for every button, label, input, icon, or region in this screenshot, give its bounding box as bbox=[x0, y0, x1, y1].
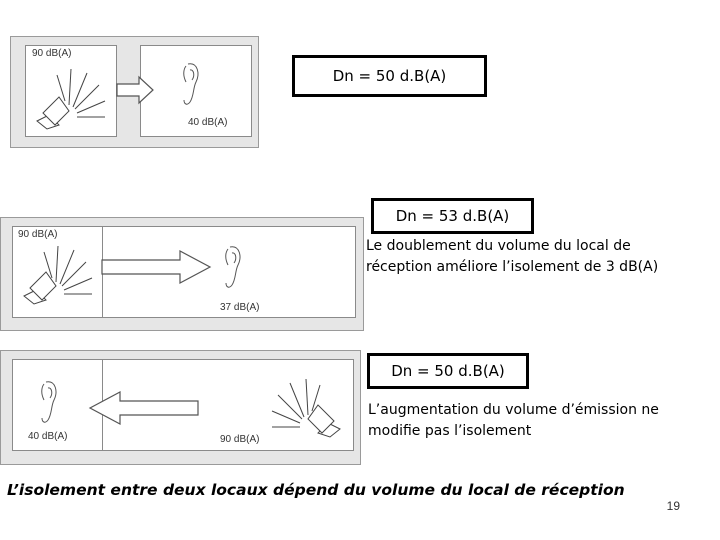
page-number: 19 bbox=[666, 499, 680, 513]
note-3-line-1: L’augmentation du volume d’émission ne bbox=[368, 402, 659, 418]
note-3: L’augmentation du volume d’émission ne m… bbox=[368, 400, 659, 442]
arrow-left-icon bbox=[88, 391, 199, 425]
reception-room-1 bbox=[140, 45, 252, 137]
emission-level-label-2: 90 dB(A) bbox=[18, 229, 58, 240]
emission-room-2 bbox=[12, 226, 104, 318]
reception-level-label-3: 40 dB(A) bbox=[28, 431, 68, 442]
note-2: Le doublement du volume du local de réce… bbox=[366, 236, 658, 278]
note-3-line-2: modifie pas l’isolement bbox=[368, 423, 532, 439]
reception-level-label-2: 37 dB(A) bbox=[220, 302, 260, 313]
dn-result-box-2: Dn = 53 d.B(A) bbox=[371, 198, 534, 234]
loudspeaker-icon bbox=[23, 245, 93, 305]
reception-level-label-1: 40 dB(A) bbox=[188, 117, 228, 128]
dn-result-box-3: Dn = 50 d.B(A) bbox=[367, 353, 529, 389]
conclusion-text: L’isolement entre deux locaux dépend du … bbox=[7, 481, 625, 499]
ear-icon bbox=[225, 246, 241, 288]
dn-result-text-2: Dn = 53 d.B(A) bbox=[395, 206, 510, 225]
loudspeaker-icon bbox=[36, 68, 106, 130]
ear-icon bbox=[183, 63, 199, 105]
arrow-right-icon bbox=[116, 75, 154, 105]
ear-icon bbox=[41, 381, 57, 423]
arrow-right-icon bbox=[101, 250, 212, 284]
note-2-line-1: Le doublement du volume du local de bbox=[366, 238, 631, 254]
dn-result-box-1: Dn = 50 d.B(A) bbox=[292, 55, 487, 97]
dn-result-text-3: Dn = 50 d.B(A) bbox=[391, 361, 505, 380]
emission-level-label-3: 90 dB(A) bbox=[220, 434, 260, 445]
emission-level-label-1: 90 dB(A) bbox=[32, 48, 72, 59]
note-2-line-2: réception améliore l’isolement de 3 dB(A… bbox=[366, 259, 659, 275]
dn-result-text-1: Dn = 50 d.B(A) bbox=[332, 66, 447, 85]
loudspeaker-icon bbox=[271, 378, 341, 438]
